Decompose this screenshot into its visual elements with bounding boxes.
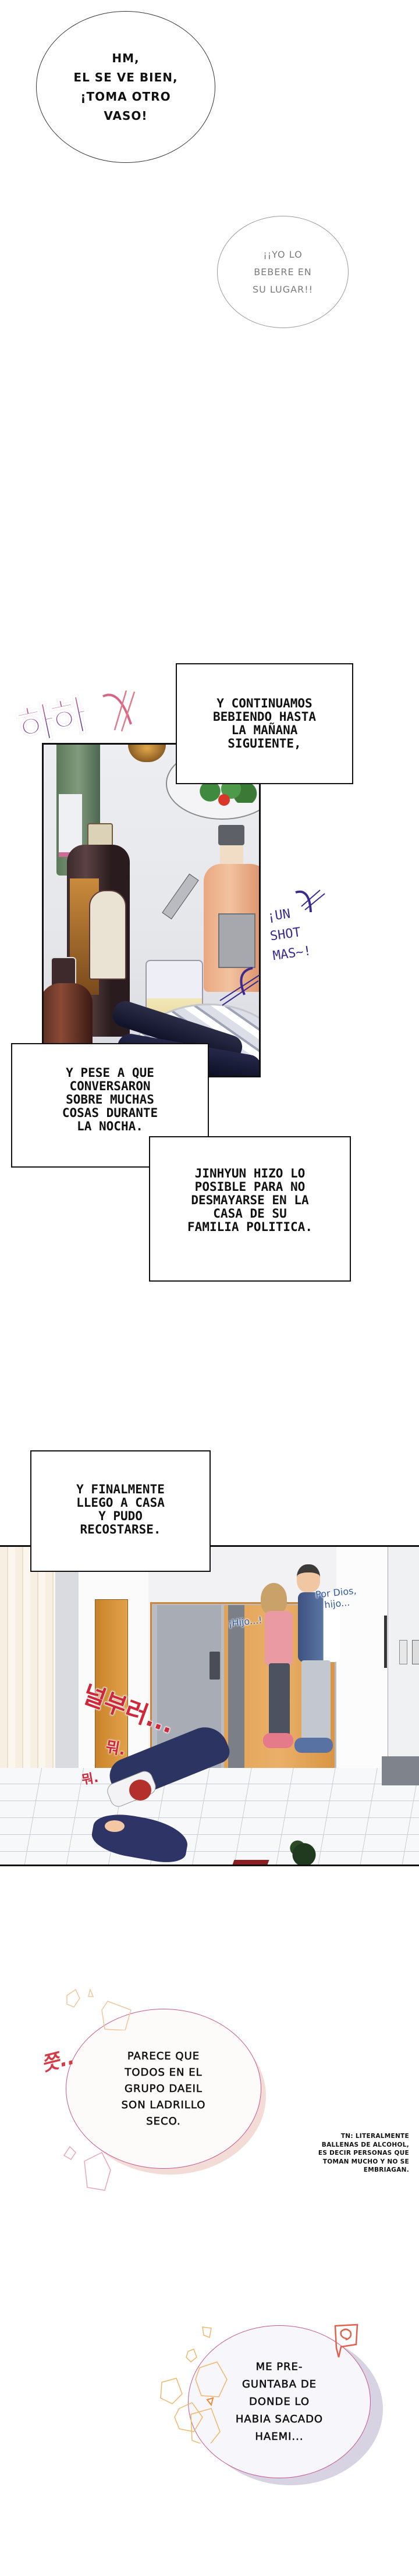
father-pants	[301, 1660, 331, 1742]
door-strip	[228, 1605, 244, 1768]
baseboard-right	[382, 1756, 419, 1785]
amber-bottle-label	[218, 913, 255, 968]
thought-text-haemi: ME PRE- GUNTABA DE DONDE LO HABIA SACADO…	[235, 2360, 324, 2443]
bottle-tag	[162, 873, 199, 920]
sfx-strike-marks-icon	[102, 690, 136, 732]
panel-drinks-table	[42, 743, 261, 1077]
fallen-man-hair	[129, 1780, 151, 1801]
wall-right-edge	[388, 1547, 419, 1791]
decorative-hexagons-icon	[160, 2326, 228, 2443]
wall-column-left	[55, 1547, 79, 1780]
wooden-door-left	[95, 1599, 128, 1775]
sfx-swoosh-ice-icon	[219, 967, 260, 1006]
sfx-mumble: 뭐.	[104, 1738, 127, 1759]
thought-text-grupo-daeil: PARECE QUE TODOS EN EL GRUPO DAEIL SON L…	[121, 2050, 206, 2127]
panel-hallway	[0, 1545, 419, 1866]
caption-text-finalmente: Y FINALMENTE LLEGO A CASA Y PUDO RECOSTA…	[76, 1482, 165, 1536]
caption-box-continuamos: Y CONTINUAMOS BEBIENDO HASTA LA MAÑANA S…	[176, 663, 353, 784]
speech-text-yo-lo-bebere: ¡¡YO LO BEBERE EN SU LUGAR!!	[252, 248, 314, 295]
father-slippers	[294, 1738, 333, 1753]
father-head	[297, 1564, 320, 1592]
caption-box-jinhyun: JINHYUN HIZO LO POSIBLE PARA NO DESMAYAR…	[149, 1136, 351, 1282]
potted-plant	[288, 1835, 320, 1865]
thought-bubble-grupo-daeil: PARECE QUE TODOS EN EL GRUPO DAEIL SON L…	[66, 2009, 261, 2169]
whiskey-bottle-cap	[87, 823, 113, 849]
father-shirt	[298, 1592, 340, 1662]
decorative-polygons-icon	[66, 1988, 132, 2030]
translator-note: TN: LITERALMENTE BALLENAS DE ALCOHOL, ES…	[318, 2133, 409, 2173]
caption-text-jinhyun: JINHYUN HIZO LO POSIBLE PARA NO DESMAYAR…	[187, 1166, 313, 1234]
sfx-swoosh-icon	[295, 889, 325, 913]
fallen-man-hand	[105, 1820, 125, 1832]
shot-glass-amber	[128, 745, 166, 762]
caption-text-continuamos: Y CONTINUAMOS BEBIENDO HASTA LA MAÑANA S…	[212, 696, 316, 750]
tomato	[218, 794, 230, 806]
curtain	[0, 1547, 55, 1791]
mother-cardigan	[265, 1611, 293, 1666]
decorative-polygons-lower-icon	[63, 2146, 111, 2191]
caption-text-pese-a-que: Y PESE A QUE CONVERSARON SOBRE MUCHAS CO…	[62, 1065, 158, 1133]
sfx-laugh-haha: 하하	[13, 691, 90, 752]
caption-box-finalmente: Y FINALMENTE LLEGO A CASA Y PUDO RECOSTA…	[30, 1450, 211, 1572]
speech-bubble-yo-lo-bebere: ¡¡YO LO BEBERE EN SU LUGAR!!	[217, 216, 349, 328]
red-object	[231, 1860, 269, 1865]
mother-hair	[261, 1583, 287, 1615]
light-switch	[399, 1640, 407, 1664]
tiled-floor	[0, 1768, 419, 1865]
door-lock-panel	[210, 1652, 220, 1680]
intercom-panel	[412, 1640, 419, 1664]
amber-bottle-cap	[218, 825, 244, 845]
wall-right	[336, 1547, 388, 1791]
whiskey-label	[89, 890, 126, 980]
spiral-symbol-icon	[334, 2324, 358, 2358]
mother-pants	[269, 1663, 290, 1736]
mother-slippers	[263, 1733, 293, 1748]
speech-text-hm: HM, EL SE VE BIEN, ¡TOMA OTRO VASO!	[73, 51, 178, 123]
speech-bubble-hm: HM, EL SE VE BIEN, ¡TOMA OTRO VASO!	[36, 11, 215, 163]
dialog-father: Por Dios, hijo...	[315, 1585, 357, 1611]
wall-shadow-strip	[384, 1616, 387, 1668]
sfx-mumble-2: 뭐.	[80, 1770, 100, 1788]
